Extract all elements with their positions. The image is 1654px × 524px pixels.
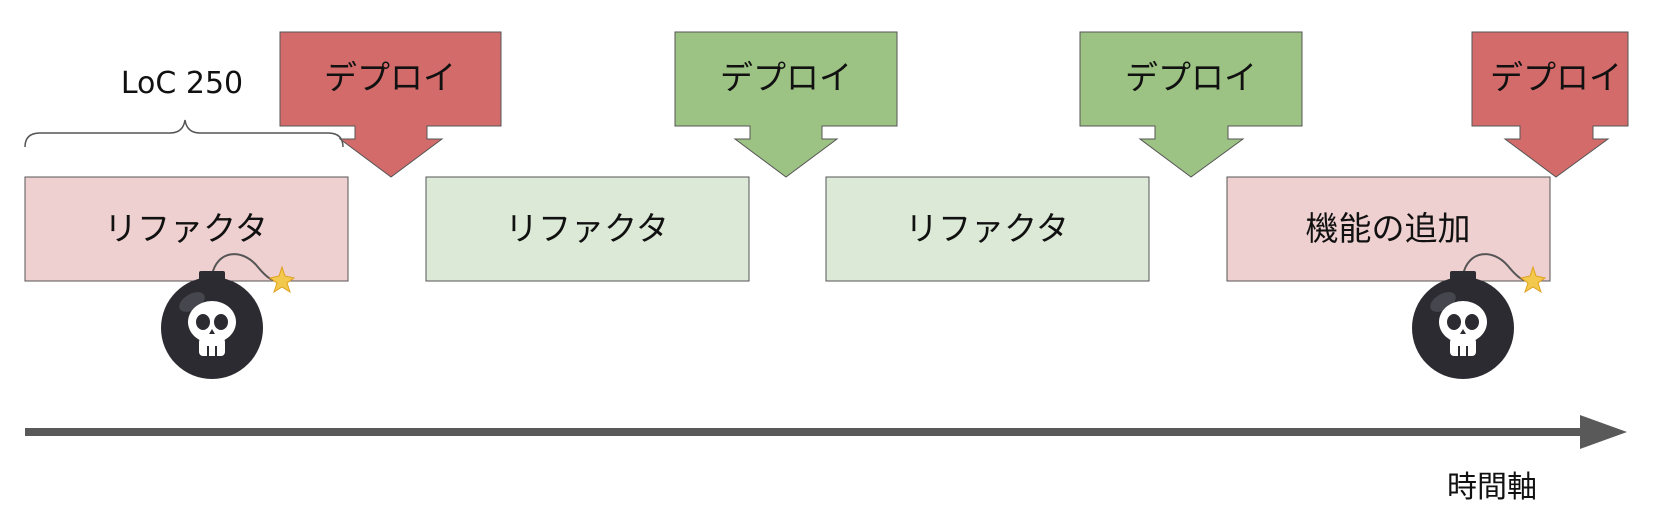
deploy-callout-4: デプロイ: [1471, 31, 1629, 178]
task-rect: [825, 176, 1150, 282]
task-rect: [24, 176, 349, 282]
task-rect: [1226, 176, 1551, 282]
loc-brace: [24, 119, 344, 148]
task-box-1: リファクタ: [24, 176, 349, 282]
deploy-shape: [1471, 31, 1629, 178]
time-axis-arrow: [25, 415, 1627, 449]
deploy-shape: [674, 31, 898, 178]
deploy-callout-2: デプロイ: [674, 31, 898, 178]
task-box-2: リファクタ: [425, 176, 750, 282]
loc-label: LoC 250: [121, 66, 243, 101]
deploy-shape: [279, 31, 502, 178]
deploy-label: デプロイ: [720, 58, 852, 97]
task-label: リファクタ: [505, 209, 669, 248]
deploy-callout-3: デプロイ: [1079, 31, 1303, 178]
deploy-callout-1: デプロイ: [279, 31, 502, 178]
deploy-label: デプロイ: [1490, 58, 1622, 97]
deploy-label: デプロイ: [324, 58, 456, 97]
deploy-label: デプロイ: [1125, 58, 1257, 97]
task-label: リファクタ: [905, 209, 1069, 248]
task-rect: [425, 176, 750, 282]
task-box-3: リファクタ: [825, 176, 1150, 282]
deploy-shape: [1079, 31, 1303, 178]
skull-bomb-icon: [1412, 253, 1547, 379]
time-axis-label: 時間軸: [1447, 470, 1537, 505]
task-label: 機能の追加: [1306, 209, 1471, 248]
skull-bomb-icon: [161, 253, 296, 379]
task-box-4: 機能の追加: [1226, 176, 1551, 282]
task-label: リファクタ: [104, 209, 268, 248]
